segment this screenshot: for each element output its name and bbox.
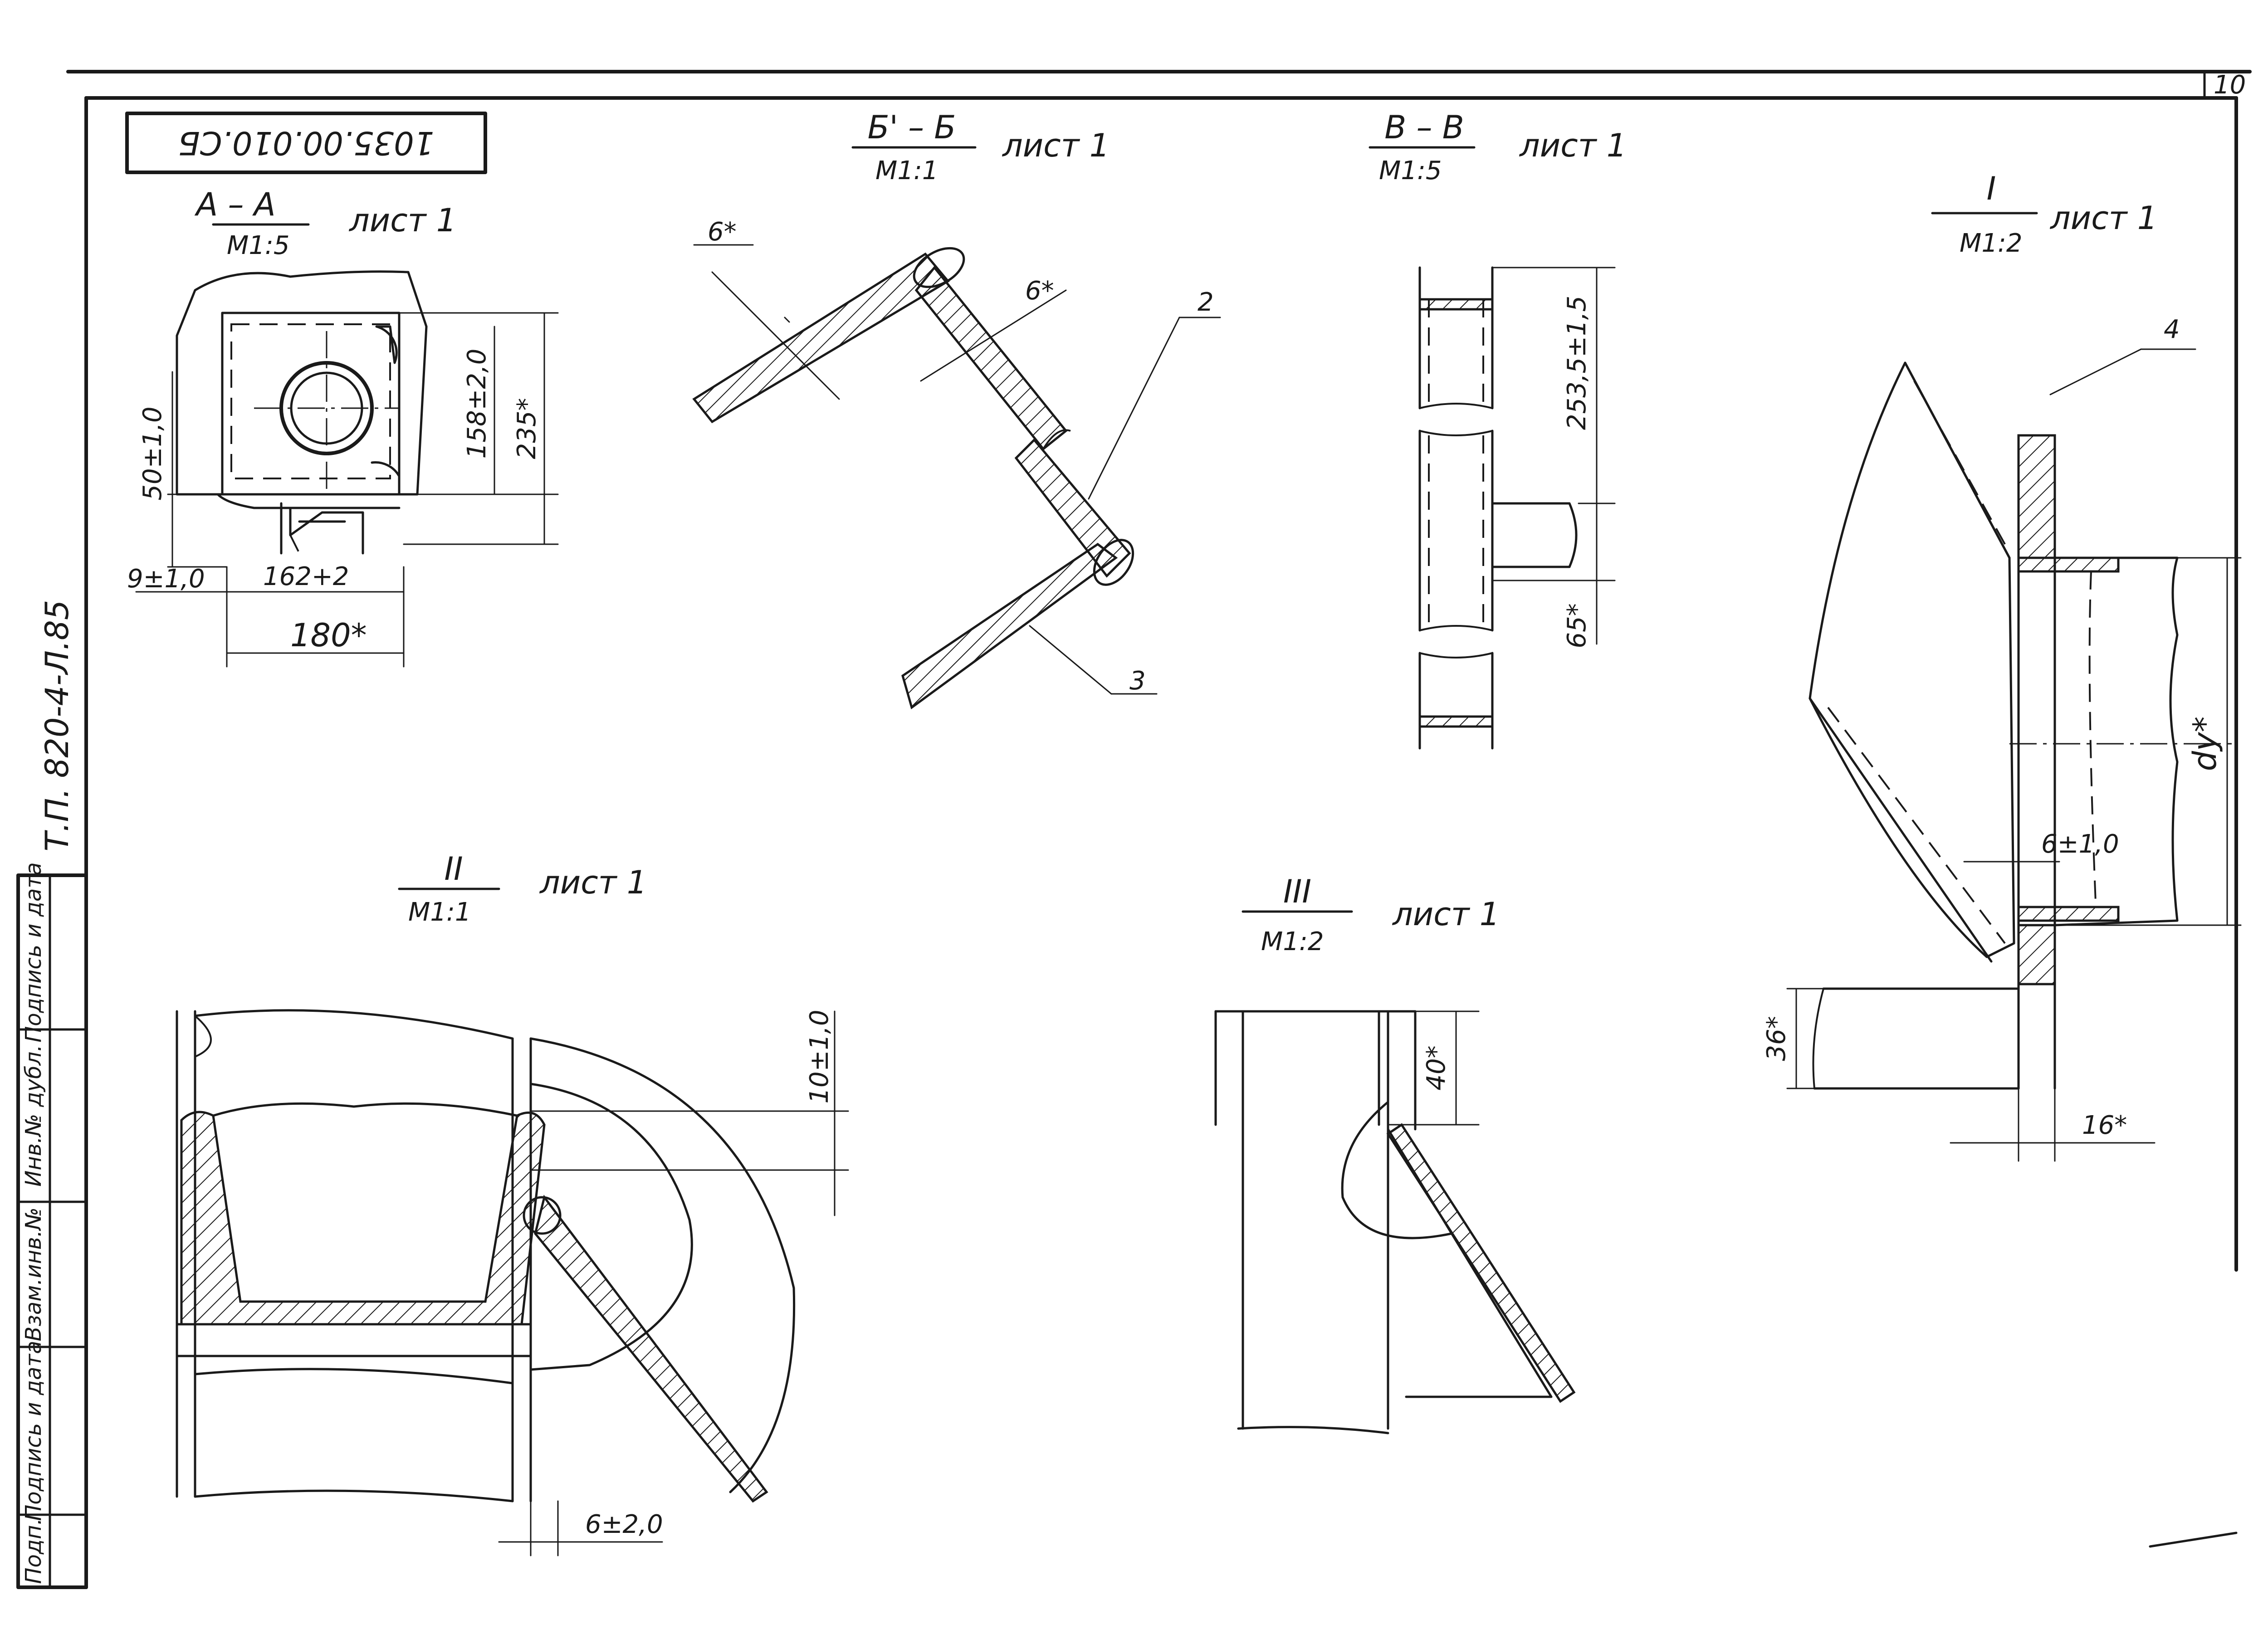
view-aa-sheet-ref: лист 1	[348, 202, 456, 239]
sheet-frame	[66, 70, 2252, 1589]
dim-1-6: 6±1,0	[2041, 829, 2119, 859]
dim-aa-235: 235*	[512, 398, 542, 459]
view-aa-title: А – А	[194, 186, 275, 223]
view-vv-sheet-ref: лист 1	[1519, 127, 1627, 164]
view-2-title: II	[444, 850, 463, 888]
dim-3-40: 40*	[1422, 1045, 1451, 1090]
side-code: Т.П. 820-4-Л.85	[39, 600, 76, 852]
view-2-sheet-ref: лист 1	[539, 864, 647, 901]
dim-vv-65: 65*	[1562, 603, 1592, 648]
dim-aa-9: 9±1,0	[127, 564, 205, 594]
view-3-sheet-ref: лист 1	[1392, 896, 1500, 933]
dim-bb-6b: 6*	[1025, 276, 1054, 306]
view-1-title: I	[1987, 170, 1996, 207]
stamp-cell-4: Инв.№ дубл.	[21, 1044, 46, 1186]
dim-vv-253: 253,5±1,5	[1562, 296, 1592, 430]
view-2: II М1:1 лист 1	[176, 850, 849, 1556]
stamp-cell-5: Подпись и дата	[21, 862, 46, 1043]
view-aa-scale: М1:5	[227, 231, 289, 260]
pos-2: 2	[1198, 288, 1214, 317]
view-3-scale: М1:2	[1261, 927, 1324, 956]
view-3-title: III	[1283, 873, 1311, 910]
dim-aa-162: 162+2	[263, 562, 349, 591]
stamp-cell-3: Взам.инв.№	[21, 1207, 46, 1341]
view-bb-scale: М1:1	[875, 156, 938, 185]
view-3: III М1:2 лист 1	[1214, 873, 1576, 1434]
dim-1-dy: dу*	[2186, 717, 2224, 771]
dim-aa-158: 158±2,0	[462, 349, 492, 459]
view-1-sheet-ref: лист 1	[2049, 200, 2157, 237]
stamp-cell-2: Подпись и дата	[21, 1341, 46, 1521]
view-vv-title: В – В	[1384, 109, 1464, 146]
view-bb: Б' – Б М1:1 лист 1	[692, 109, 1221, 710]
view-bb-title: Б' – Б	[868, 109, 956, 146]
dim-aa-180: 180*	[290, 617, 367, 654]
dim-bb-6a: 6*	[708, 217, 737, 247]
side-stamp	[16, 873, 88, 1589]
dim-aa-50: 50±1,0	[138, 406, 167, 500]
pos-3: 3	[1129, 666, 1146, 696]
view-bb-sheet-ref: лист 1	[1002, 127, 1110, 164]
view-2-scale: М1:1	[408, 897, 471, 927]
view-1-scale: М1:2	[1960, 229, 2022, 258]
view-vv-scale: М1:5	[1379, 156, 1442, 185]
view-vv: В – В М1:5 лист 1	[1369, 109, 1627, 750]
designation-text: 1035.00.010.СБ	[178, 124, 434, 161]
view-1: I М1:2 лист 1	[1786, 170, 2242, 1162]
stamp-cell-1: Подп.	[21, 1518, 46, 1584]
designation-box: 1035.00.010.СБ	[125, 112, 487, 174]
pos-4: 4	[2164, 315, 2180, 344]
dim-1-16: 16*	[2082, 1111, 2127, 1140]
dim-2-10: 10±1,0	[805, 1010, 834, 1103]
dim-2-6: 6±2,0	[585, 1510, 663, 1539]
page-number: 10	[2214, 70, 2246, 100]
dim-1-36: 36*	[1762, 1016, 1791, 1061]
view-aa: А – А М1:5 лист 1	[135, 186, 559, 668]
